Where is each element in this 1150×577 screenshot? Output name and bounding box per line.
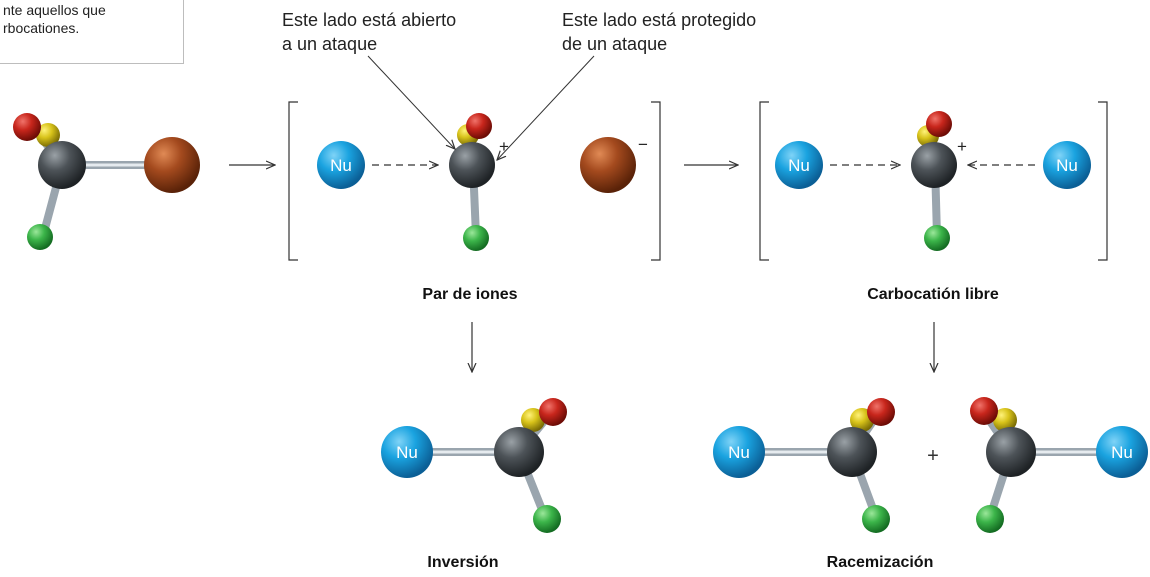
carbon-atom	[38, 141, 86, 189]
left-bracket	[288, 101, 298, 261]
free-carbocation-left-nucleophile: Nu	[775, 141, 823, 189]
note-text: nte aquellos que rbocationes.	[3, 1, 106, 37]
carbon-atom	[986, 427, 1036, 477]
green-atom	[463, 225, 489, 251]
racemization-product-right: Nu	[970, 397, 1148, 533]
red-atom	[926, 111, 952, 137]
ion-pair-anion: −	[580, 135, 648, 193]
callout-line-open	[367, 55, 455, 149]
nucleophile-atom	[381, 426, 433, 478]
inversion-product: Nu	[381, 398, 567, 533]
note-line-2: rbocationes.	[3, 20, 80, 36]
note-box: nte aquellos que rbocationes.	[0, 0, 184, 64]
red-atom	[970, 397, 998, 425]
nucleophile-label: Nu	[728, 443, 750, 462]
label-ion-pair: Par de iones	[422, 286, 518, 303]
carbon-atom	[911, 142, 957, 188]
callout-line-protected	[497, 55, 595, 160]
leaving-group-atom	[580, 137, 636, 193]
plus-sign: +	[927, 445, 939, 467]
callout-protected-side: Este lado está protegido de un ataque	[562, 10, 757, 54]
green-atom	[533, 505, 561, 533]
green-atom	[924, 225, 950, 251]
ion-pair-carbocation: +	[449, 113, 509, 251]
nucleophile-label: Nu	[788, 156, 810, 175]
carbon-atom	[827, 427, 877, 477]
ion-pair-nucleophile: Nu	[317, 141, 365, 189]
free-carbocation-center: +	[911, 111, 967, 251]
red-atom	[466, 113, 492, 139]
green-atom	[862, 505, 890, 533]
note-line-1: nte aquellos que	[3, 2, 106, 18]
substrate-molecule	[13, 113, 200, 250]
red-atom	[867, 398, 895, 426]
racemization-product-left: Nu	[713, 398, 895, 533]
free-carbocation-bracket	[759, 101, 1108, 261]
free-carbocation-right-nucleophile: Nu	[1043, 141, 1091, 189]
carbon-atom	[449, 142, 495, 188]
nucleophile-atom	[775, 141, 823, 189]
leaving-group-atom	[144, 137, 200, 193]
cation-charge: +	[957, 137, 967, 156]
yellow-atom	[36, 123, 60, 147]
right-bracket	[651, 101, 661, 261]
nucleophile-atom	[1043, 141, 1091, 189]
red-atom	[13, 113, 41, 141]
label-racemization: Racemización	[826, 554, 934, 571]
nucleophile-label: Nu	[396, 443, 418, 462]
green-atom	[976, 505, 1004, 533]
yellow-atom	[521, 408, 545, 432]
callout-open-side: Este lado está abierto a un ataque	[282, 10, 457, 54]
right-bracket	[1098, 101, 1108, 261]
nucleophile-atom	[1096, 426, 1148, 478]
yellow-atom	[993, 408, 1017, 432]
nucleophile-atom	[713, 426, 765, 478]
anion-charge: −	[638, 135, 648, 154]
label-inversion: Inversión	[427, 554, 499, 571]
nucleophile-atom	[317, 141, 365, 189]
green-atom	[27, 224, 53, 250]
nucleophile-label: Nu	[330, 156, 352, 175]
cation-charge: +	[499, 137, 509, 156]
red-atom	[539, 398, 567, 426]
nucleophile-label: Nu	[1111, 443, 1133, 462]
left-bracket	[759, 101, 769, 261]
ion-pair-bracket	[288, 101, 661, 261]
label-free-carbocation: Carbocatión libre	[867, 286, 999, 303]
carbon-atom	[494, 427, 544, 477]
nucleophile-label: Nu	[1056, 156, 1078, 175]
